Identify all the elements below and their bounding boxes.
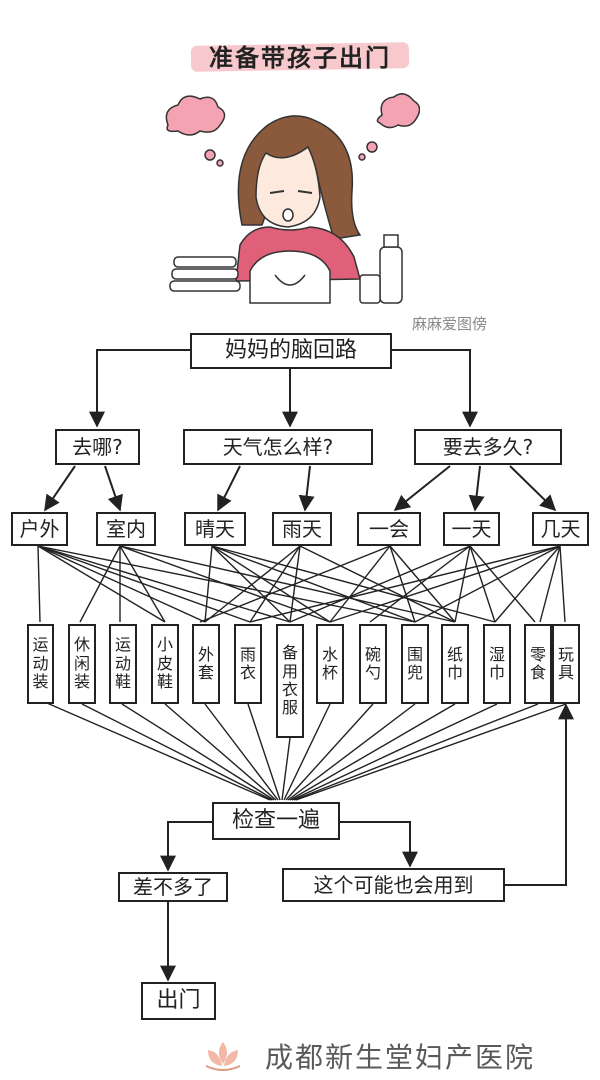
item-sportswear: 运动装 (27, 624, 54, 704)
maybe-node: 这个可能也会用到 (282, 868, 505, 902)
item-wet-wipes: 湿巾 (483, 624, 511, 704)
page-title: 准备带孩子出门 (209, 43, 391, 72)
item-bib: 围兜 (401, 624, 429, 704)
lotus-logo-icon (205, 1042, 241, 1071)
question-duration: 要去多久? (414, 429, 562, 465)
steam-left-icon (165, 95, 226, 167)
item-raincoat: 雨衣 (234, 624, 262, 704)
question-where: 去哪? (55, 429, 140, 465)
item-toys: 玩具 (552, 624, 580, 704)
watermark: 麻麻爱图傍 (412, 315, 488, 333)
folded-clothes-icon (169, 256, 241, 292)
root-connectors (89, 349, 478, 428)
item-tissue: 纸巾 (441, 624, 469, 704)
bottle-icon (359, 234, 403, 304)
item-water-cup: 水杯 (316, 624, 344, 704)
item-spare-clothes: 备用衣服 (276, 624, 304, 738)
item-casual-wear: 休闲装 (68, 624, 96, 704)
item-snacks: 零食 (524, 624, 552, 704)
answer-item-connectors (37, 545, 566, 623)
bag-icon (249, 250, 331, 304)
almost-node: 差不多了 (118, 872, 228, 902)
check-node: 检查一遍 (212, 802, 340, 840)
answer-few-days: 几天 (532, 512, 589, 546)
footer-hospital-name: 成都新生堂妇产医院 (265, 1041, 536, 1074)
answer-rainy: 雨天 (272, 512, 332, 546)
question-connectors (44, 465, 557, 512)
answer-one-day: 一天 (443, 512, 500, 546)
root-node: 妈妈的脑回路 (190, 333, 392, 369)
item-sneakers: 运动鞋 (109, 624, 137, 704)
steam-right-icon (358, 93, 420, 161)
item-leather-shoes: 小皮鞋 (151, 624, 179, 704)
item-jacket: 外套 (192, 624, 220, 704)
answer-outdoor: 户外 (11, 512, 68, 546)
answer-indoor: 室内 (96, 512, 156, 546)
question-weather: 天气怎么样? (183, 429, 373, 465)
title-block: 准备带孩子出门 (185, 30, 415, 80)
item-check-connectors (39, 699, 567, 801)
mother-illustration (165, 93, 420, 304)
answer-short: 一会 (357, 512, 421, 546)
answer-sunny: 晴天 (184, 512, 246, 546)
item-bowl-spoon: 碗勺 (359, 624, 387, 704)
face-icon (255, 145, 321, 228)
go-out-node: 出门 (141, 982, 216, 1020)
check-connectors (160, 703, 574, 982)
